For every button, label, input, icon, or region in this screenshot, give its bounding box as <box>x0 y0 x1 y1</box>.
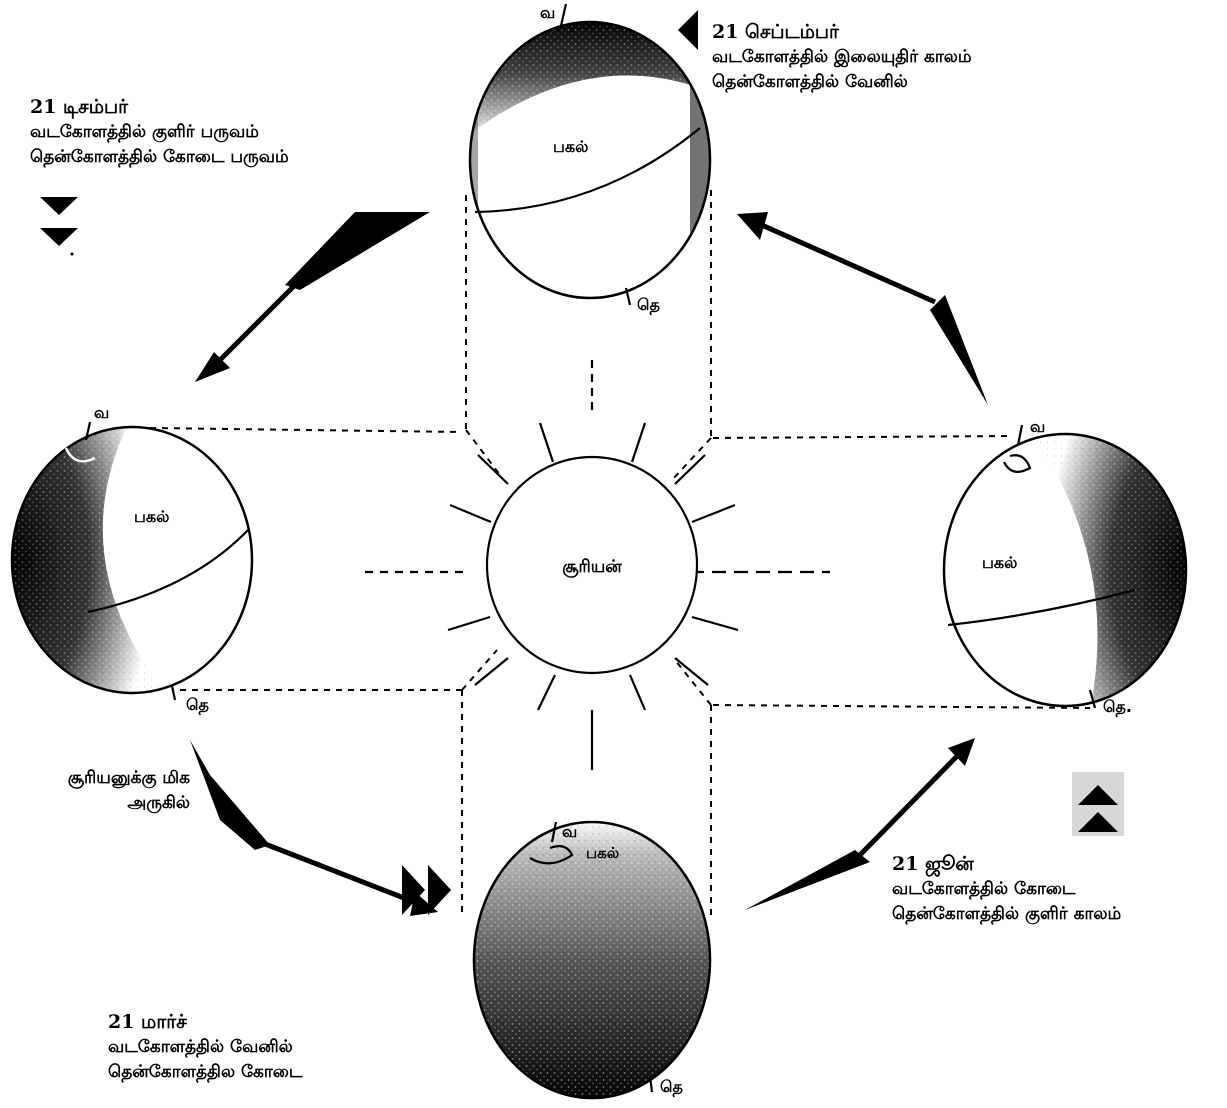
caption-september-line1: வடகோளத்தில் இலையுதிர் காலம் <box>712 45 972 70</box>
globe-march-day-label: பகல் <box>586 844 619 862</box>
globe-december-day-label: பகல் <box>134 507 169 526</box>
caption-september-line2: தென்கோளத்தில் வேனில் <box>712 70 972 95</box>
globe-march-north-label: வ <box>562 822 577 841</box>
globe-march: வ பகல் தெ <box>470 820 720 1105</box>
globe-september-south-label: தெ <box>637 295 660 315</box>
caption-december: 21 டிசம்பர் வடகோளத்தில் குளிர் பருவம் தெ… <box>30 95 289 170</box>
globe-september: வ பகல் தெ <box>460 3 720 315</box>
double-triangle-up-icon <box>1072 772 1124 836</box>
globe-march-south-label: தெ <box>660 1077 683 1097</box>
closest-line1: சூரியனுக்கு மிக <box>10 766 190 791</box>
closest-line2: அருகில் <box>10 791 190 816</box>
globe-december-north-label: வ <box>94 403 109 422</box>
globe-december: வ பகல் தெ <box>10 403 260 715</box>
arrow-jun-to-sep <box>737 212 988 405</box>
caption-december-line1: வடகோளத்தில் குளிர் பருவம் <box>30 120 289 145</box>
globe-june: வ பகல் தெ. <box>940 417 1190 717</box>
arrow-dec-to-mar <box>190 740 438 916</box>
globe-september-north-label: வ <box>540 3 555 22</box>
caption-december-line2: தென்கோளத்தில் கோடை பருவம் <box>30 145 289 170</box>
double-triangle-down-icon <box>40 197 78 256</box>
caption-june-line1: வடகோளத்தில் கோடை <box>892 877 1121 902</box>
globe-june-north-label: வ <box>1030 417 1045 436</box>
globe-june-south-label: தெ. <box>1103 697 1132 717</box>
globe-june-day-label: பகல் <box>982 553 1017 572</box>
sun: சூரியன் <box>487 457 697 673</box>
caption-march-line1: வடகோளத்தில் வேனில் <box>108 1035 302 1060</box>
caption-september-date: 21 செப்டம்பர் <box>712 20 972 45</box>
sun-label: சூரியன் <box>562 557 622 578</box>
caption-closest-to-sun: சூரியனுக்கு மிக அருகில் <box>10 766 190 816</box>
arrow-sep-to-dec <box>195 212 430 382</box>
caption-march: 21 மார்ச் வடகோளத்தில் வேனில் தென்கோளத்தி… <box>108 1010 302 1085</box>
caption-december-date: 21 டிசம்பர் <box>30 95 289 120</box>
triangle-left-icon <box>678 10 698 50</box>
globe-december-south-label: தெ <box>186 695 209 715</box>
caption-september: 21 செப்டம்பர் வடகோளத்தில் இலையுதிர் காலம… <box>712 20 972 95</box>
globe-september-day-label: பகல் <box>553 137 588 156</box>
caption-june-line2: தென்கோளத்தில் குளிர் காலம் <box>892 902 1121 927</box>
caption-june: 21 ஜூன் வடகோளத்தில் கோடை தென்கோளத்தில் க… <box>892 852 1121 927</box>
caption-march-line2: தென்கோளத்தில கோடை <box>108 1060 302 1085</box>
caption-march-date: 21 மார்ச் <box>108 1010 302 1035</box>
caption-june-date: 21 ஜூன் <box>892 852 1121 877</box>
